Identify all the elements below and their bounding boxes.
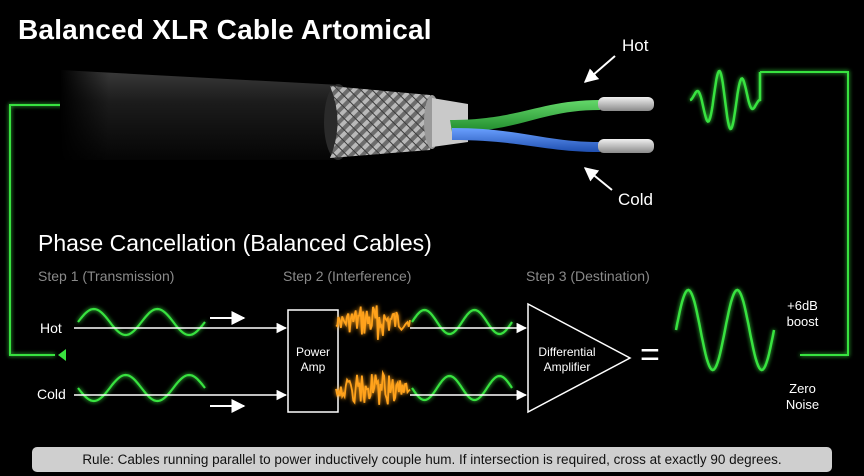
signal-loop-line <box>9 104 80 356</box>
hot-wire-label: Hot <box>622 36 649 55</box>
zero-noise-label: Zero Noise <box>775 381 830 413</box>
top-right-wave <box>689 69 762 131</box>
signal-loop-arrowhead <box>58 349 66 361</box>
cold-input-wave <box>77 373 206 403</box>
step-2-label: Step 2 (Interference) <box>283 268 412 284</box>
boost-line2: boost <box>786 314 819 329</box>
boost-line1: +6dB <box>787 298 818 313</box>
hot-noise <box>335 305 411 340</box>
noise-line1: Zero <box>789 381 816 396</box>
hot-signal-label: Hot <box>40 320 62 336</box>
boosted-output-wave <box>674 288 776 372</box>
cold-wire-label: Cold <box>618 190 653 209</box>
noise-line2: Noise <box>785 397 820 412</box>
differential-amplifier-label: Differential Amplifier <box>528 345 606 375</box>
boost-label: +6dB boost <box>775 298 830 330</box>
cold-noise <box>335 369 411 405</box>
diagram-title: Balanced XLR Cable Artomical <box>18 14 432 45</box>
diff-amp-line2: Amplifier <box>543 360 591 374</box>
cold-output-wave <box>411 374 513 402</box>
hot-output-wave <box>411 308 513 336</box>
equals-sign: = <box>640 336 660 374</box>
step-1-label: Step 1 (Transmission) <box>38 268 175 284</box>
signal-loop-line-right <box>760 71 849 356</box>
diff-amp-line1: Differential <box>538 345 596 359</box>
differential-amplifier-triangle <box>527 302 632 414</box>
xlr-cable-illustration <box>60 60 654 170</box>
power-amp-line1: Power <box>295 345 330 359</box>
cold-callout-arrow <box>583 167 613 191</box>
power-amp-label: Power Amp <box>288 345 338 375</box>
section-title: Phase Cancellation (Balanced Cables) <box>38 230 432 256</box>
hot-input-wave <box>77 307 206 337</box>
power-amp-line2: Amp <box>300 360 326 374</box>
cold-signal-label: Cold <box>37 386 66 402</box>
rule-banner: Rule: Cables running parallel to power i… <box>32 447 832 472</box>
step-3-label: Step 3 (Destination) <box>526 268 650 284</box>
hot-callout-arrow <box>583 55 616 83</box>
power-amp-box <box>287 309 339 413</box>
